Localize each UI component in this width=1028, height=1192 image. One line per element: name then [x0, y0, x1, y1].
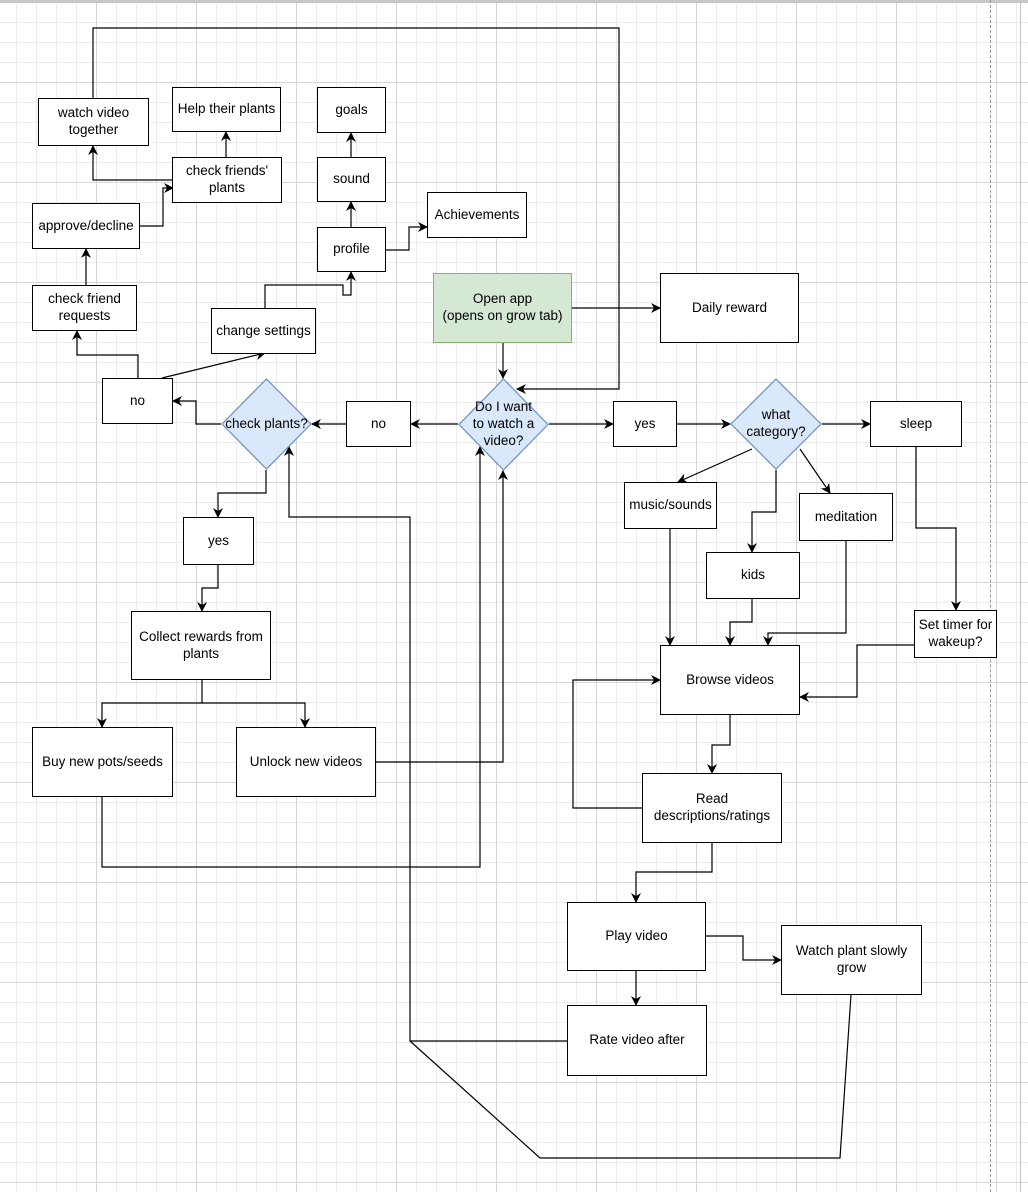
edge-buy-to-question — [101, 446, 485, 868]
page-boundary — [990, 0, 991, 1192]
edge-profile-to-achievements — [386, 222, 428, 251]
browse-videos-node[interactable]: Browse videos — [660, 645, 800, 715]
edge-approve-to-check-friends — [140, 183, 174, 227]
check-plants-decision[interactable]: check plants? — [221, 378, 312, 470]
edge-check-plants-to-yes — [213, 470, 267, 518]
edge-collect-to-unlock — [202, 702, 310, 728]
watch-video-decision[interactable]: Do I want to watch a video? — [458, 378, 549, 471]
approve-decline-node[interactable]: approve/decline — [32, 203, 140, 249]
no-node[interactable]: no — [346, 401, 411, 447]
music-sounds-node[interactable]: music/sounds — [624, 482, 717, 529]
scrollbar-edge — [1020, 0, 1021, 1192]
change-settings-node[interactable]: change settings — [211, 308, 316, 354]
edge-check-plants-to-no — [172, 396, 221, 425]
edge-no-to-friend-requests — [72, 330, 139, 378]
buy-pots-seeds-node[interactable]: Buy new pots/seeds — [32, 727, 173, 797]
check-plants-label: check plants? — [225, 415, 308, 431]
play-video-node[interactable]: Play video — [567, 902, 706, 971]
edge-category-to-kids — [747, 470, 777, 553]
sound-node[interactable]: sound — [317, 157, 386, 202]
edge-play-to-watch-plant — [706, 935, 782, 965]
watch-video-together-node[interactable]: watch video together — [38, 98, 149, 146]
kids-node[interactable]: kids — [706, 552, 800, 599]
edge-check-friends-to-watch-together — [88, 145, 173, 181]
read-descriptions-node[interactable]: Read descriptions/ratings — [642, 773, 782, 843]
edge-read-to-browse — [572, 675, 661, 809]
edge-meditation-to-browse — [763, 541, 847, 646]
edge-no-to-change-settings — [161, 350, 266, 379]
category-decision[interactable]: what category? — [730, 378, 822, 470]
profile-node[interactable]: profile — [317, 227, 386, 272]
meditation-node[interactable]: meditation — [799, 493, 893, 541]
edge-sleep-to-timer — [915, 447, 961, 611]
edge-watch-together-to-question — [92, 27, 620, 394]
edge-kids-to-browse — [725, 599, 753, 646]
no-friends-node[interactable]: no — [102, 378, 173, 424]
edge-change-settings-to-profile — [264, 271, 356, 308]
achievements-node[interactable]: Achievements — [427, 192, 527, 238]
yes-plants-node[interactable]: yes — [183, 517, 254, 565]
edge-watch-plant-to-loop — [409, 994, 852, 1159]
help-their-plants-node[interactable]: Help their plants — [172, 87, 281, 132]
edge-browse-to-read — [707, 715, 731, 774]
watch-video-label: Do I want to watch a video? — [472, 399, 535, 448]
watch-plant-grow-node[interactable]: Watch plant slowly grow — [781, 925, 922, 995]
edge-category-to-meditation — [799, 448, 831, 494]
edge-rate-to-check-plants — [284, 446, 567, 1042]
top-border — [0, 0, 1028, 3]
edge-read-to-play — [631, 843, 713, 903]
collect-rewards-node[interactable]: Collect rewards from plants — [131, 611, 271, 680]
edge-unlock-to-question — [376, 470, 508, 763]
goals-node[interactable]: goals — [317, 87, 386, 133]
unlock-videos-node[interactable]: Unlock new videos — [236, 727, 376, 797]
edge-category-to-music — [677, 448, 753, 483]
edge-yes-to-collect — [197, 565, 219, 612]
check-friends-plants-node[interactable]: check friends' plants — [172, 157, 282, 203]
yes-node[interactable]: yes — [613, 401, 677, 447]
set-timer-node[interactable]: Set timer for wakeup? — [914, 610, 997, 658]
category-label: what category? — [746, 407, 806, 439]
edge-timer-to-browse — [799, 644, 914, 702]
check-friend-requests-node[interactable]: check friend requests — [32, 285, 137, 331]
sleep-node[interactable]: sleep — [870, 401, 962, 447]
edge-collect-to-buy — [97, 680, 203, 728]
rate-video-node[interactable]: Rate video after — [567, 1005, 707, 1076]
daily-reward-node[interactable]: Daily reward — [660, 273, 799, 343]
open-app-start-node[interactable]: Open app (opens on grow tab) — [433, 273, 572, 343]
